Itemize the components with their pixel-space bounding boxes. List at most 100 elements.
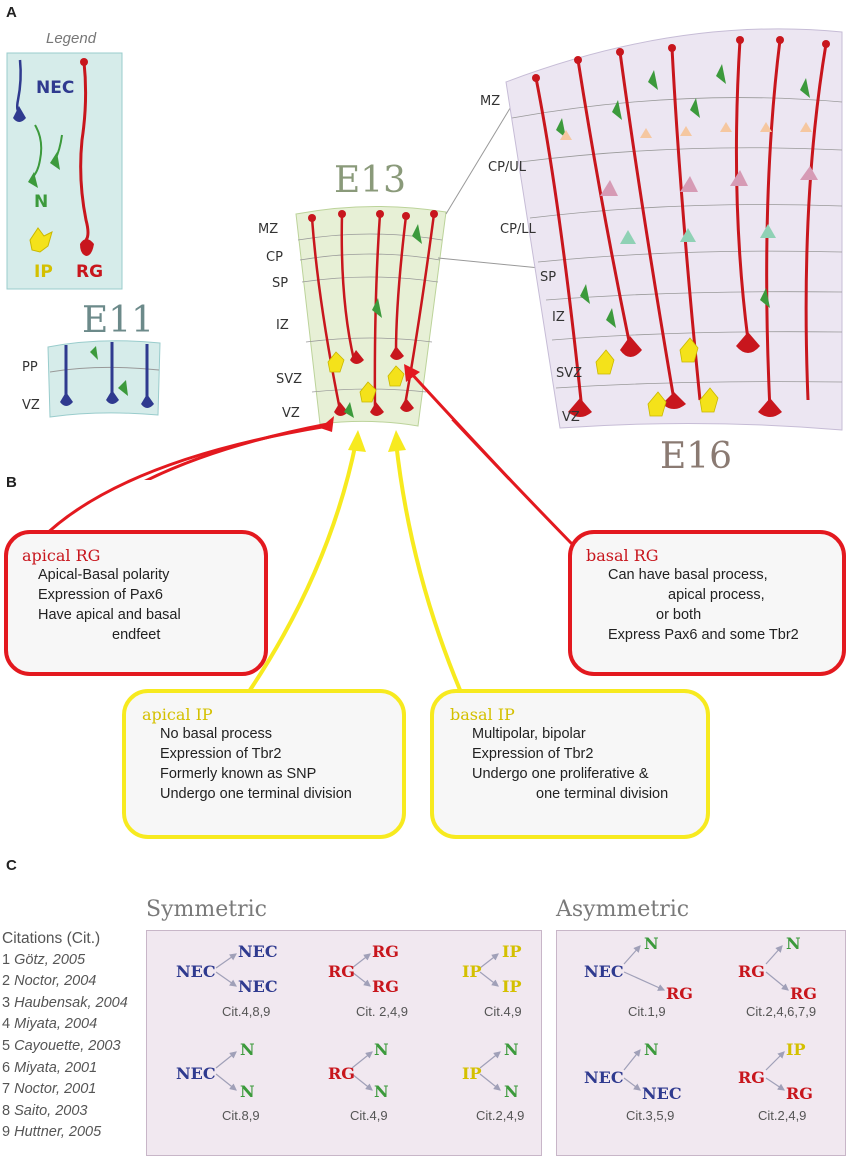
asym-citation: Cit.1,9 (628, 1004, 666, 1019)
e13-zone-svz: SVZ (276, 372, 303, 387)
asymmetric-title: Asymmetric (556, 897, 690, 922)
apical-ip-title: apical IP (142, 705, 213, 724)
citation-item: 6 Miyata, 2001 (2, 1059, 98, 1076)
legend-n-label: N (34, 192, 49, 212)
legend-nec-label: NEC (36, 78, 75, 98)
asym-parent: RG (738, 1068, 765, 1087)
sym-citation: Cit.4,9 (484, 1004, 522, 1019)
asym-daughter-bottom: NEC (642, 1084, 682, 1103)
apical-ip-box: apical IP No basal process Expression of… (122, 689, 406, 839)
sym-citation: Cit.8,9 (222, 1108, 260, 1123)
legend-ip-cell (29, 227, 53, 253)
legend-title: Legend (46, 30, 97, 47)
e13-zone-cp: CP (266, 250, 283, 265)
apical-rg-line: Expression of Pax6 (38, 587, 163, 603)
sym-parent: NEC (176, 962, 216, 981)
sym-daughter-top: IP (502, 942, 522, 961)
asym-citation: Cit.3,5,9 (626, 1108, 675, 1123)
legend-rg-label: RG (76, 262, 104, 282)
sym-daughter-top: RG (372, 942, 399, 961)
sym-citation: Cit. 2,4,9 (356, 1004, 409, 1019)
basal-ip-line: Undergo one proliferative & (472, 766, 649, 782)
sym-parent: IP (462, 962, 482, 981)
e16-zone-sp: SP (540, 270, 557, 285)
apical-rg-title: apical RG (22, 546, 101, 565)
sym-daughter-top: N (504, 1040, 519, 1059)
apical-ip-line: No basal process (160, 726, 273, 742)
sym-parent: RG (328, 962, 355, 981)
sym-daughter-bottom: RG (372, 977, 399, 996)
asym-daughter-bottom: RG (786, 1084, 813, 1103)
e13-zone-mz: MZ (258, 222, 279, 237)
citation-item: 3 Haubensak, 2004 (2, 994, 128, 1011)
e16-title: E16 (660, 436, 733, 477)
sym-daughter-top: N (240, 1040, 255, 1059)
legend-box (6, 52, 123, 290)
asym-daughter-top: N (644, 934, 659, 953)
asym-daughter-top: N (786, 934, 801, 953)
citation-item: 8 Saito, 2003 (2, 1102, 88, 1119)
asym-citation: Cit.2,4,9 (758, 1108, 807, 1123)
apical-ip-line: Formerly known as SNP (160, 766, 317, 782)
asym-parent: NEC (584, 962, 624, 981)
e13-zone-iz: IZ (276, 318, 289, 333)
apical-rg-box: apical RG Apical-Basal polarity Expressi… (4, 530, 268, 676)
panel-b-connectors (38, 420, 574, 692)
sym-citation: Cit.4,8,9 (222, 1004, 271, 1019)
basal-ip-line: Expression of Tbr2 (472, 746, 594, 762)
asym-parent: NEC (584, 1068, 624, 1087)
e16-zone-vz: VZ (562, 410, 580, 425)
basal-rg-line: apical process, (668, 587, 765, 603)
citation-item: 1 Götz, 2005 (2, 951, 86, 968)
e16-zone-mz: MZ (480, 94, 501, 109)
sym-daughter-bottom: IP (502, 977, 522, 996)
citations-list: Citations (Cit.) 1 Götz, 2005 2 Noctor, … (2, 928, 128, 1144)
e16-zone-cp-ll: CP/LL (500, 222, 536, 237)
apical-rg-line: Have apical and basal (38, 607, 181, 623)
basal-rg-line: Express Pax6 and some Tbr2 (608, 627, 799, 643)
basal-ip-line: Multipolar, bipolar (472, 726, 586, 742)
basal-rg-line: or both (656, 607, 702, 623)
basal-ip-box: basal IP Multipolar, bipolar Expression … (430, 689, 710, 839)
panel-letter-b: B (6, 474, 17, 491)
basal-rg-box: basal RG Can have basal process, apical … (568, 530, 846, 676)
e11-zone-vz: VZ (22, 398, 40, 413)
symmetric-panel (146, 930, 542, 1156)
asym-citation: Cit.2,4,6,7,9 (746, 1004, 817, 1019)
arrow-basal-ip (394, 441, 462, 691)
apical-rg-line: endfeet (112, 627, 161, 643)
sym-daughter-bottom: NEC (238, 977, 278, 996)
asym-parent: RG (738, 962, 765, 981)
citation-item: 5 Cayouette, 2003 (2, 1037, 121, 1054)
legend-neuron-cell (31, 124, 43, 179)
legend-rg-cell (79, 61, 90, 241)
symmetric-title: Symmetric (146, 897, 267, 922)
panel-letter-a: A (6, 4, 17, 21)
sym-daughter-top: N (374, 1040, 389, 1059)
sym-citation: Cit.2,4,9 (476, 1108, 525, 1123)
arrow-apical-ip (248, 441, 358, 692)
e11-zone-pp: PP (22, 360, 38, 375)
asym-daughter-bottom: RG (666, 984, 693, 1003)
e16-zone-iz: IZ (552, 310, 565, 325)
sym-parent: RG (328, 1064, 355, 1083)
basal-ip-line: one terminal division (536, 786, 669, 802)
e16-zone-svz: SVZ (556, 366, 583, 381)
basal-rg-line: Can have basal process, (608, 567, 768, 583)
e13-zone-vz: VZ (282, 406, 300, 421)
sym-daughter-top: NEC (238, 942, 278, 961)
citation-item: 4 Miyata, 2004 (2, 1016, 98, 1033)
asym-daughter-top: IP (786, 1040, 806, 1059)
panel-letter-c: C (6, 857, 17, 874)
apical-ip-line: Undergo one terminal division (160, 786, 352, 802)
sym-citation: Cit.4,9 (350, 1108, 388, 1123)
panel-a-illustration (6, 28, 843, 480)
asym-daughter-bottom: RG (790, 984, 817, 1003)
citation-item: 7 Noctor, 2001 (2, 1081, 97, 1098)
e11-tissue (47, 340, 161, 418)
sym-daughter-bottom: N (504, 1082, 519, 1101)
sym-parent: IP (462, 1064, 482, 1083)
legend-ip-label: IP (34, 262, 53, 282)
asym-daughter-top: N (644, 1040, 659, 1059)
apical-rg-line: Apical-Basal polarity (38, 567, 170, 583)
